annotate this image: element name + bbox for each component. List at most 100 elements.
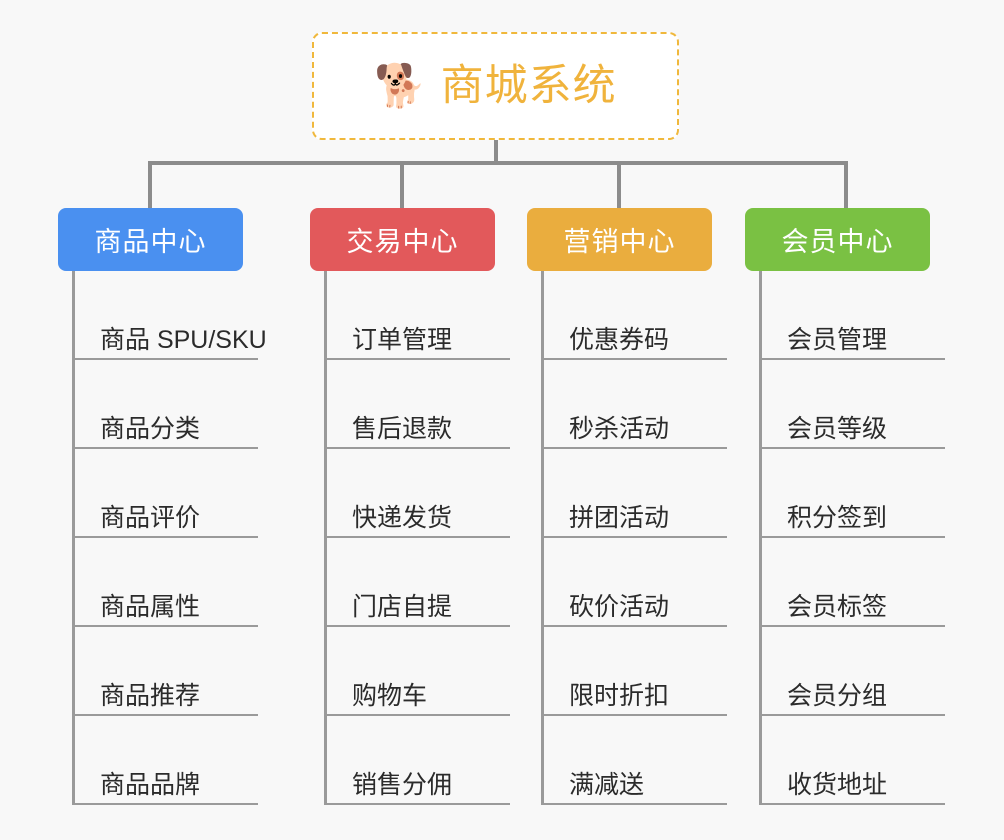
leaf-underline: 商品评价 xyxy=(72,503,258,538)
leaf-underline: 订单管理 xyxy=(324,325,510,360)
leaf-item[interactable]: 会员标签 xyxy=(745,538,945,627)
branch-header-label: 营销中心 xyxy=(563,227,676,257)
leaf-item[interactable]: 拼团活动 xyxy=(527,449,727,538)
leaf-underline: 拼团活动 xyxy=(541,503,727,538)
leaf-underline: 优惠券码 xyxy=(541,325,727,360)
leaf-item[interactable]: 销售分佣 xyxy=(310,716,510,805)
leaf-underline: 商品属性 xyxy=(72,592,258,627)
leaf-item[interactable]: 售后退款 xyxy=(310,360,510,449)
leaf-item[interactable]: 商品推荐 xyxy=(58,627,258,716)
leaf-item[interactable]: 快递发货 xyxy=(310,449,510,538)
branch-header-label: 交易中心 xyxy=(346,227,459,257)
leaf-item[interactable]: 商品 SPU/SKU xyxy=(58,271,267,360)
leaf-item-label: 满减送 xyxy=(569,770,645,799)
leaf-item-label: 收货地址 xyxy=(787,770,888,799)
leaf-underline: 商品推荐 xyxy=(72,681,258,716)
leaf-underline: 会员标签 xyxy=(759,592,945,627)
leaf-item-label: 商品品牌 xyxy=(100,770,201,799)
leaf-spine xyxy=(541,271,544,805)
leaf-item[interactable]: 优惠券码 xyxy=(527,271,727,360)
leaf-underline: 积分签到 xyxy=(759,503,945,538)
leaf-item-label: 销售分佣 xyxy=(352,770,453,799)
leaf-list-1: 商品 SPU/SKU 商品分类商品评价商品属性商品推荐商品品牌 xyxy=(58,271,267,805)
leaf-item[interactable]: 商品品牌 xyxy=(58,716,258,805)
leaf-item[interactable]: 限时折扣 xyxy=(527,627,727,716)
leaf-item-label: 购物车 xyxy=(352,681,428,710)
leaf-underline: 限时折扣 xyxy=(541,681,727,716)
leaf-spine xyxy=(72,271,75,805)
leaf-item-label: 商品推荐 xyxy=(100,681,201,710)
branch-header-2[interactable]: 交易中心 xyxy=(310,208,495,271)
leaf-underline: 砍价活动 xyxy=(541,592,727,627)
leaf-item-label: 会员标签 xyxy=(787,592,888,621)
horizontal-bus-connector xyxy=(148,161,848,165)
leaf-item-label: 限时折扣 xyxy=(569,681,670,710)
leaf-item-label: 快递发货 xyxy=(352,503,453,532)
leaf-underline: 秒杀活动 xyxy=(541,414,727,449)
leaf-item[interactable]: 收货地址 xyxy=(745,716,945,805)
leaf-item-label: 会员管理 xyxy=(787,325,888,354)
leaf-item-label: 优惠券码 xyxy=(569,325,670,354)
leaf-list-3: 优惠券码秒杀活动拼团活动砍价活动限时折扣满减送 xyxy=(527,271,727,805)
leaf-item[interactable]: 满减送 xyxy=(527,716,727,805)
branch-column-3: 营销中心优惠券码秒杀活动拼团活动砍价活动限时折扣满减送 xyxy=(527,208,727,805)
leaf-item[interactable]: 积分签到 xyxy=(745,449,945,538)
leaf-list-2: 订单管理售后退款快递发货门店自提购物车销售分佣 xyxy=(310,271,510,805)
leaf-item[interactable]: 会员管理 xyxy=(745,271,945,360)
leaf-underline: 收货地址 xyxy=(759,770,945,805)
leaf-underline: 售后退款 xyxy=(324,414,510,449)
leaf-item[interactable]: 秒杀活动 xyxy=(527,360,727,449)
branch-column-1: 商品中心商品 SPU/SKU 商品分类商品评价商品属性商品推荐商品品牌 xyxy=(58,208,267,805)
leaf-item-label: 售后退款 xyxy=(352,414,453,443)
leaf-item[interactable]: 会员分组 xyxy=(745,627,945,716)
leaf-item-label: 商品 SPU/SKU xyxy=(100,325,267,354)
leaf-underline: 会员等级 xyxy=(759,414,945,449)
leaf-underline: 销售分佣 xyxy=(324,770,510,805)
branch-header-4[interactable]: 会员中心 xyxy=(745,208,930,271)
leaf-item[interactable]: 门店自提 xyxy=(310,538,510,627)
leaf-item-label: 砍价活动 xyxy=(569,592,670,621)
leaf-item-label: 商品评价 xyxy=(100,503,201,532)
leaf-spine xyxy=(324,271,327,805)
leaf-item-label: 门店自提 xyxy=(352,592,453,621)
root-node[interactable]: 🐕 商城系统 xyxy=(312,32,679,140)
branch-header-label: 会员中心 xyxy=(781,227,894,257)
branch-header-3[interactable]: 营销中心 xyxy=(527,208,712,271)
leaf-item-label: 秒杀活动 xyxy=(569,414,670,443)
leaf-item[interactable]: 砍价活动 xyxy=(527,538,727,627)
leaf-item-label: 商品属性 xyxy=(100,592,201,621)
leaf-item-label: 商品分类 xyxy=(100,414,201,443)
branch-drop-connector-3 xyxy=(617,161,621,209)
leaf-item[interactable]: 商品分类 xyxy=(58,360,258,449)
leaf-underline: 会员分组 xyxy=(759,681,945,716)
leaf-underline: 商品 SPU/SKU xyxy=(72,325,267,360)
branch-header-1[interactable]: 商品中心 xyxy=(58,208,243,271)
leaf-item-label: 拼团活动 xyxy=(569,503,670,532)
branch-column-2: 交易中心订单管理售后退款快递发货门店自提购物车销售分佣 xyxy=(310,208,510,805)
leaf-underline: 门店自提 xyxy=(324,592,510,627)
branch-drop-connector-1 xyxy=(148,161,152,209)
leaf-item-label: 会员等级 xyxy=(787,414,888,443)
leaf-item[interactable]: 订单管理 xyxy=(310,271,510,360)
leaf-list-4: 会员管理会员等级积分签到会员标签会员分组收货地址 xyxy=(745,271,945,805)
leaf-underline: 商品品牌 xyxy=(72,770,258,805)
root-stem-connector xyxy=(494,140,498,164)
branch-drop-connector-4 xyxy=(844,161,848,209)
leaf-item-label: 订单管理 xyxy=(352,325,453,354)
leaf-spine xyxy=(759,271,762,805)
leaf-item-label: 会员分组 xyxy=(787,681,888,710)
branch-column-4: 会员中心会员管理会员等级积分签到会员标签会员分组收货地址 xyxy=(745,208,945,805)
leaf-underline: 满减送 xyxy=(541,770,727,805)
leaf-underline: 会员管理 xyxy=(759,325,945,360)
leaf-item[interactable]: 购物车 xyxy=(310,627,510,716)
root-title: 商城系统 xyxy=(440,61,617,110)
leaf-underline: 商品分类 xyxy=(72,414,258,449)
leaf-item[interactable]: 商品属性 xyxy=(58,538,258,627)
dog-face-icon: 🐕 xyxy=(374,62,427,109)
leaf-underline: 快递发货 xyxy=(324,503,510,538)
branch-drop-connector-2 xyxy=(400,161,404,209)
leaf-item[interactable]: 商品评价 xyxy=(58,449,258,538)
leaf-item[interactable]: 会员等级 xyxy=(745,360,945,449)
leaf-item-label: 积分签到 xyxy=(787,503,888,532)
